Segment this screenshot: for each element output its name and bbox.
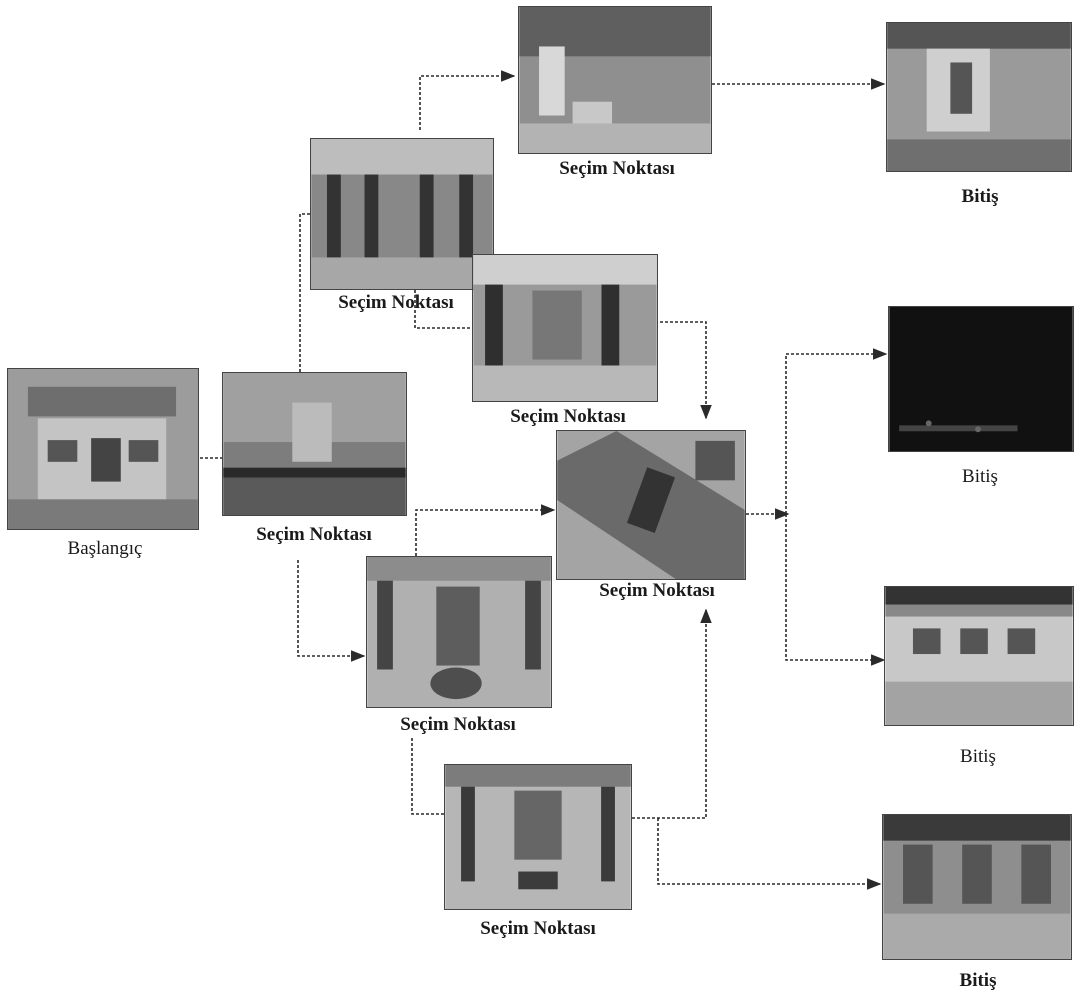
start-label: Başlangıç	[30, 538, 180, 560]
lower-choice-scene-image	[366, 556, 552, 708]
choice-scene-image	[222, 372, 407, 516]
start-scene-image	[7, 368, 199, 530]
edge-branch-to-end-2	[786, 354, 886, 514]
edge-branch-to-end-3	[786, 514, 884, 660]
top-choice-scene-image	[518, 6, 712, 154]
end-1-label: Bitiş	[920, 186, 1040, 208]
end-2-label: Bitiş	[920, 466, 1040, 488]
middle-choice-label: Seçim Noktası	[484, 406, 652, 428]
choice-label: Seçim Noktası	[230, 524, 398, 546]
edge-choice-to-lower-choice	[298, 560, 364, 656]
bottom-choice-scene-image	[444, 764, 632, 910]
upper-choice-label: Seçim Noktası	[312, 292, 480, 314]
edge-upper-to-top-choice	[420, 76, 514, 130]
bottom-choice-label: Seçim Noktası	[452, 918, 624, 940]
edge-middle-to-center-choice	[660, 322, 706, 418]
edge-bottom-to-center-choice	[632, 610, 706, 818]
end-3-scene-image	[884, 586, 1074, 726]
end-3-label: Bitiş	[918, 746, 1038, 768]
end-2-scene-image	[888, 306, 1074, 452]
end-4-scene-image	[882, 814, 1072, 960]
end-1-scene-image	[886, 22, 1072, 172]
lower-choice-label: Seçim Noktası	[374, 714, 542, 736]
edge-choice-to-upper-choice	[300, 214, 310, 372]
edge-lower-to-bottom-choice	[412, 738, 444, 814]
edge-bottom-to-end-4	[658, 818, 880, 884]
center-choice-label: Seçim Noktası	[572, 580, 742, 602]
center-choice-scene-image	[556, 430, 746, 580]
middle-choice-scene-image	[472, 254, 658, 402]
edge-lower-to-center-choice	[416, 510, 554, 556]
end-4-label: Bitiş	[918, 970, 1038, 992]
top-choice-label: Seçim Noktası	[528, 158, 706, 180]
upper-choice-scene-image	[310, 138, 494, 290]
